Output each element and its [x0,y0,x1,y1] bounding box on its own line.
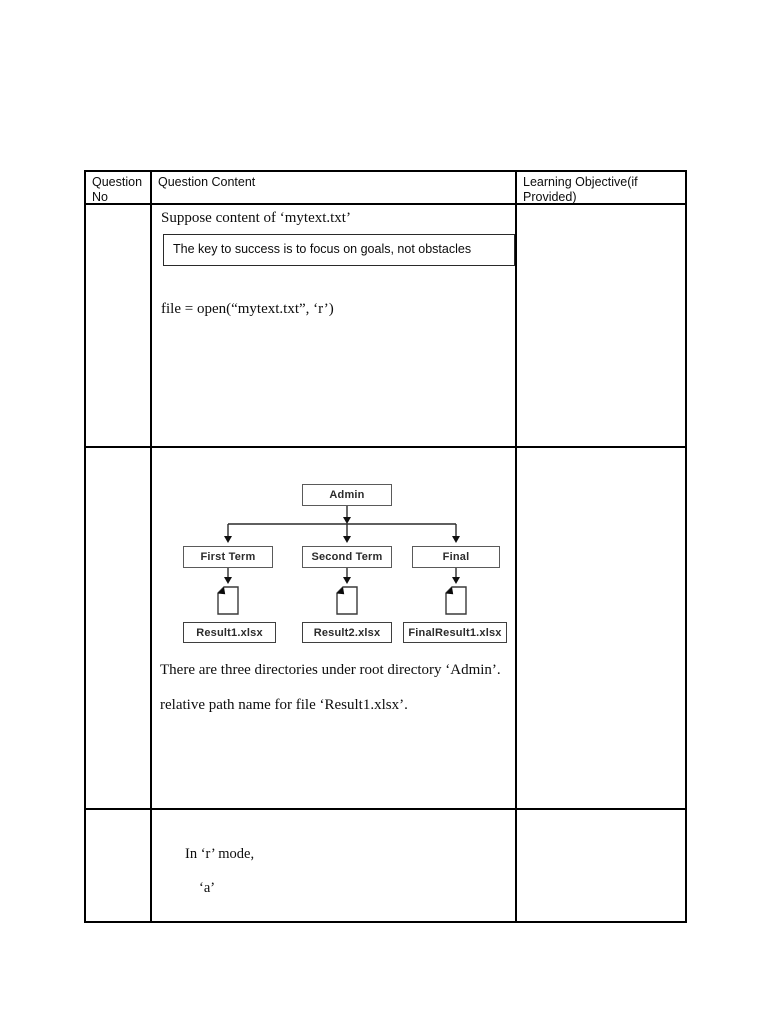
code-open-statement: file = open(“mytext.txt”, ‘r’) [161,301,334,317]
question-table: Question No Question Content Learning Ob… [84,170,687,923]
diagram-connectors [217,506,467,615]
directory-box-second-term: Second Term [302,546,392,568]
row3-text-line1: In ‘r’ mode, [185,846,255,862]
file-icon [217,586,239,615]
row1-learning-objective-cell [517,205,685,448]
row2-learning-objective-cell [517,448,685,810]
header-learning-objective: Learning Objective(if Provided) [517,172,685,205]
file-icon [445,586,467,615]
row1-intro-text: Suppose content of ‘mytext.txt’ [161,210,351,226]
file-icon [336,586,358,615]
directory-box-first-term: First Term [183,546,273,568]
file-content-box: The key to success is to focus on goals,… [163,234,515,266]
row1-content-cell: Suppose content of ‘mytext.txt’ The key … [152,205,517,448]
row3-text-line2: ‘a’ [199,880,216,896]
directory-box-admin: Admin [302,484,392,506]
header-question-content: Question Content [152,172,517,205]
arrow-heads [224,517,460,584]
file-label-result1: Result1.xlsx [183,622,276,643]
row1-question-no-cell [86,205,152,448]
row2-text-line2: relative path name for file ‘Result1.xls… [160,697,408,713]
row2-question-no-cell [86,448,152,810]
row3-question-no-cell [86,810,152,921]
header-question-no: Question No [86,172,152,205]
directory-box-final: Final [412,546,500,568]
row3-learning-objective-cell [517,810,685,921]
connector-lines [227,506,457,578]
row3-content-cell: In ‘r’ mode, ‘a’ [152,810,517,921]
file-label-result2: Result2.xlsx [302,622,392,643]
file-label-finalresult1: FinalResult1.xlsx [403,622,507,643]
directory-tree-diagram: Admin First Term Second Term Final Resul… [152,448,515,808]
row2-text-line1: There are three directories under root d… [160,662,501,678]
row2-content-cell: Admin First Term Second Term Final Resul… [152,448,517,810]
